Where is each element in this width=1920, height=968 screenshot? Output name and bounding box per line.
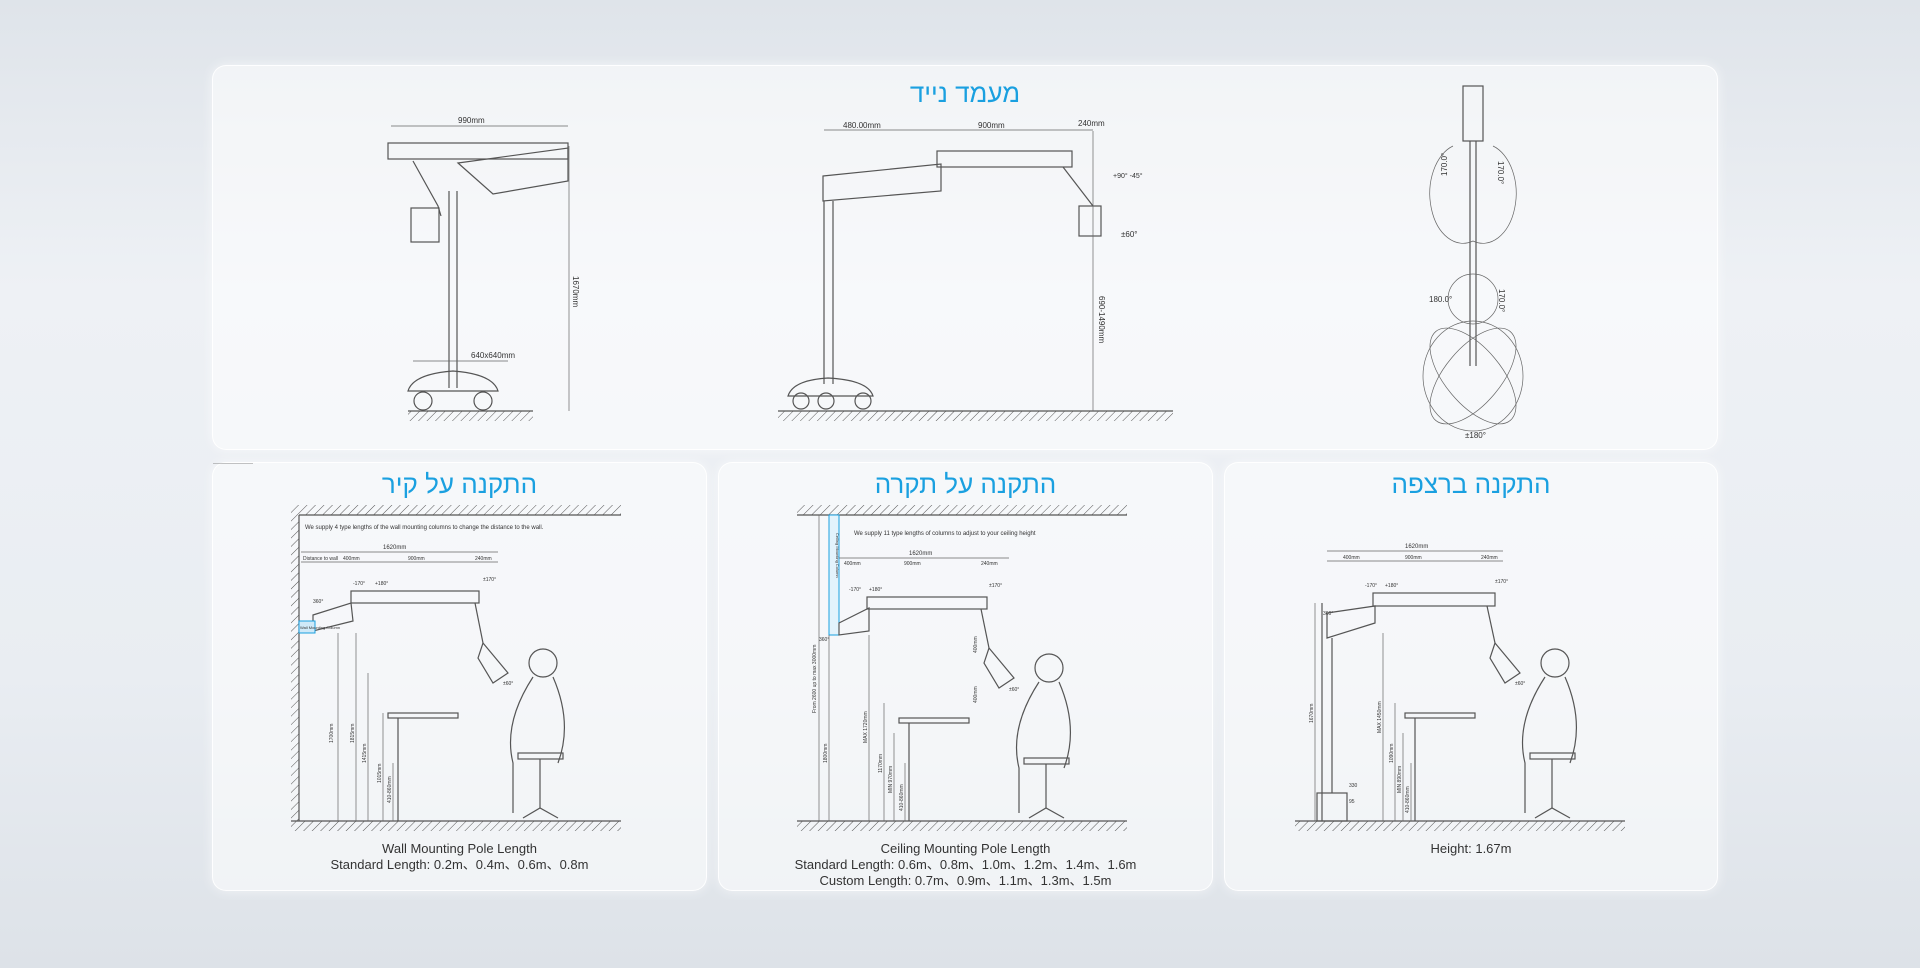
dim-tilt: +90° -45°: [1113, 172, 1143, 180]
dim-h3: 1170mm: [878, 754, 884, 773]
column-label: Wall Mounting Column: [300, 625, 340, 630]
dim-rot: ±60°: [503, 681, 513, 687]
dim-v2: 400mm: [973, 686, 979, 703]
dim-s1: 400mm: [343, 556, 360, 562]
dim-base: 640x640mm: [471, 351, 515, 360]
dim-base-height: 95: [1349, 799, 1355, 805]
caption: Wall Mounting Pole Length Standard Lengt…: [213, 841, 706, 873]
dim-distance: Distance to wall: [303, 556, 338, 562]
dim-rot: ±60°: [1009, 687, 1019, 693]
dim-h2: MAX 1450mm: [1377, 701, 1383, 733]
dim-head: 240mm: [1078, 119, 1105, 128]
dim-v1: 400mm: [973, 636, 979, 653]
dim-h2: 1815mm: [350, 724, 356, 743]
floor-mount-panel: התקנה ברצפה 1620mm 400mm 900mm 240mm -17…: [1224, 462, 1718, 891]
caption-line-1: Height: 1.67m: [1430, 841, 1512, 856]
caption-line-1: Wall Mounting Pole Length: [382, 841, 537, 856]
dim-rotation: ±60°: [1121, 230, 1138, 239]
angle-5: ±180°: [1465, 431, 1486, 440]
angle-3: 180.0°: [1429, 295, 1452, 304]
panel-title: מעמד נייד: [909, 78, 1021, 108]
caption-line-1: Ceiling Mounting Pole Length: [880, 841, 1051, 856]
side-view-drawing: 990mm 640x640mm 1670mm: [387, 116, 580, 421]
note: We supply 11 type lengths of columns to …: [854, 531, 1036, 537]
rot-2: +180°: [869, 587, 882, 593]
caption-line-3: Custom Length: 0.7m、0.9m、1.1m、1.3m、1.5m: [819, 873, 1112, 888]
dim-s2: 900mm: [1405, 555, 1422, 561]
mobile-stand-drawings: 990mm 640x640mm 1670mm 480.00mm 900mm 24…: [387, 85, 1524, 440]
dim-h4: MIN 970mm: [888, 766, 894, 793]
rot-1: -170°: [849, 587, 861, 593]
dim-s3: 240mm: [981, 561, 998, 567]
dim-total: 1620mm: [1405, 544, 1428, 550]
dim-h3: 1415mm: [362, 744, 368, 763]
dim-height: 1670mm: [571, 276, 580, 307]
dim-total: 1620mm: [909, 551, 932, 557]
rot-4: 360°: [313, 599, 323, 605]
dim-h5: 410-860mm: [387, 776, 393, 803]
dim-height-range: 690-1490mm: [1097, 296, 1106, 343]
dim-h5: 410-860mm: [1405, 786, 1411, 813]
floor-mount-drawing: 1620mm 400mm 900mm 240mm -170° +180° ±17…: [1295, 544, 1625, 831]
dim-h1: 1700mm: [329, 724, 335, 743]
angle-2: 170.0°: [1496, 161, 1505, 184]
dim-h2: MAX 1720mm: [863, 711, 869, 743]
note: We supply 4 type lengths of the wall mou…: [305, 525, 544, 531]
dim-h4: MIN 890mm: [1397, 766, 1403, 793]
panel-title: התקנה על קיר: [381, 469, 538, 499]
panel-title: התקנה על תקרה: [874, 469, 1057, 499]
dim-h4: 1015mm: [377, 764, 383, 783]
extended-view-drawing: 480.00mm 900mm 240mm +90° -45° ±60° 690-…: [778, 119, 1173, 421]
rot-3: ±170°: [1495, 579, 1508, 585]
dim-width: 990mm: [458, 116, 485, 125]
rot-3: ±170°: [989, 583, 1002, 589]
caption-line-2: Standard Length: 0.6m、0.8m、1.0m、1.2m、1.4…: [794, 857, 1137, 872]
rot-3: ±170°: [483, 577, 496, 583]
dim-offset: 480.00mm: [843, 121, 881, 130]
dim-s2: 900mm: [904, 561, 921, 567]
panel-title: התקנה ברצפה: [1391, 469, 1551, 499]
ceiling-mount-panel: התקנה על תקרה Ceiling Mounting Column We…: [718, 462, 1213, 891]
dim-h1: 1670mm: [1309, 704, 1315, 723]
caption: Ceiling Mounting Pole Length Standard Le…: [719, 841, 1212, 889]
dim-rot: ±60°: [1515, 681, 1525, 687]
wall-mount-panel: התקנה על קיר We supply 4 type lengths of…: [212, 462, 707, 891]
dim-total: 1620mm: [383, 545, 406, 551]
rot-4: 360°: [819, 637, 829, 643]
dim-s1: 400mm: [844, 561, 861, 567]
wall-mount-drawing: We supply 4 type lengths of the wall mou…: [213, 463, 621, 831]
rot-1: -170°: [1365, 583, 1377, 589]
angle-4: 170.0°: [1497, 289, 1506, 312]
rot-1: -170°: [353, 581, 365, 587]
dim-h3: 1090mm: [1389, 744, 1395, 763]
dim-arm: 900mm: [978, 121, 1005, 130]
dim-s3: 240mm: [1481, 555, 1498, 561]
angle-1: 170.0°: [1440, 153, 1449, 176]
dim-s2: 900mm: [408, 556, 425, 562]
rot-2: +180°: [375, 581, 388, 587]
rot-4: 360°: [1323, 611, 1333, 617]
top-view-drawing: 170.0° 170.0° 180.0° 170.0° ±180°: [1422, 85, 1524, 440]
dim-h0: From 2600 up to max 3000mm: [812, 645, 818, 713]
caption-line-2: Standard Length: 0.2m、0.4m、0.6m、0.8m: [330, 857, 589, 872]
mobile-stand-panel: מעמד נייד 990mm 640x640mm 1670mm 480.00m…: [212, 65, 1718, 450]
caption: Height: 1.67m: [1225, 841, 1717, 857]
ceiling-mount-drawing: Ceiling Mounting Column We supply 11 typ…: [797, 505, 1127, 831]
rot-2: +180°: [1385, 583, 1398, 589]
column-label: Ceiling Mounting Column: [835, 533, 840, 578]
dim-s1: 400mm: [1343, 555, 1360, 561]
dim-h1: 1800mm: [823, 744, 829, 763]
dim-base-width: 330: [1349, 783, 1358, 789]
dim-h5: 410-860mm: [899, 784, 905, 811]
dim-s3: 240mm: [475, 556, 492, 562]
